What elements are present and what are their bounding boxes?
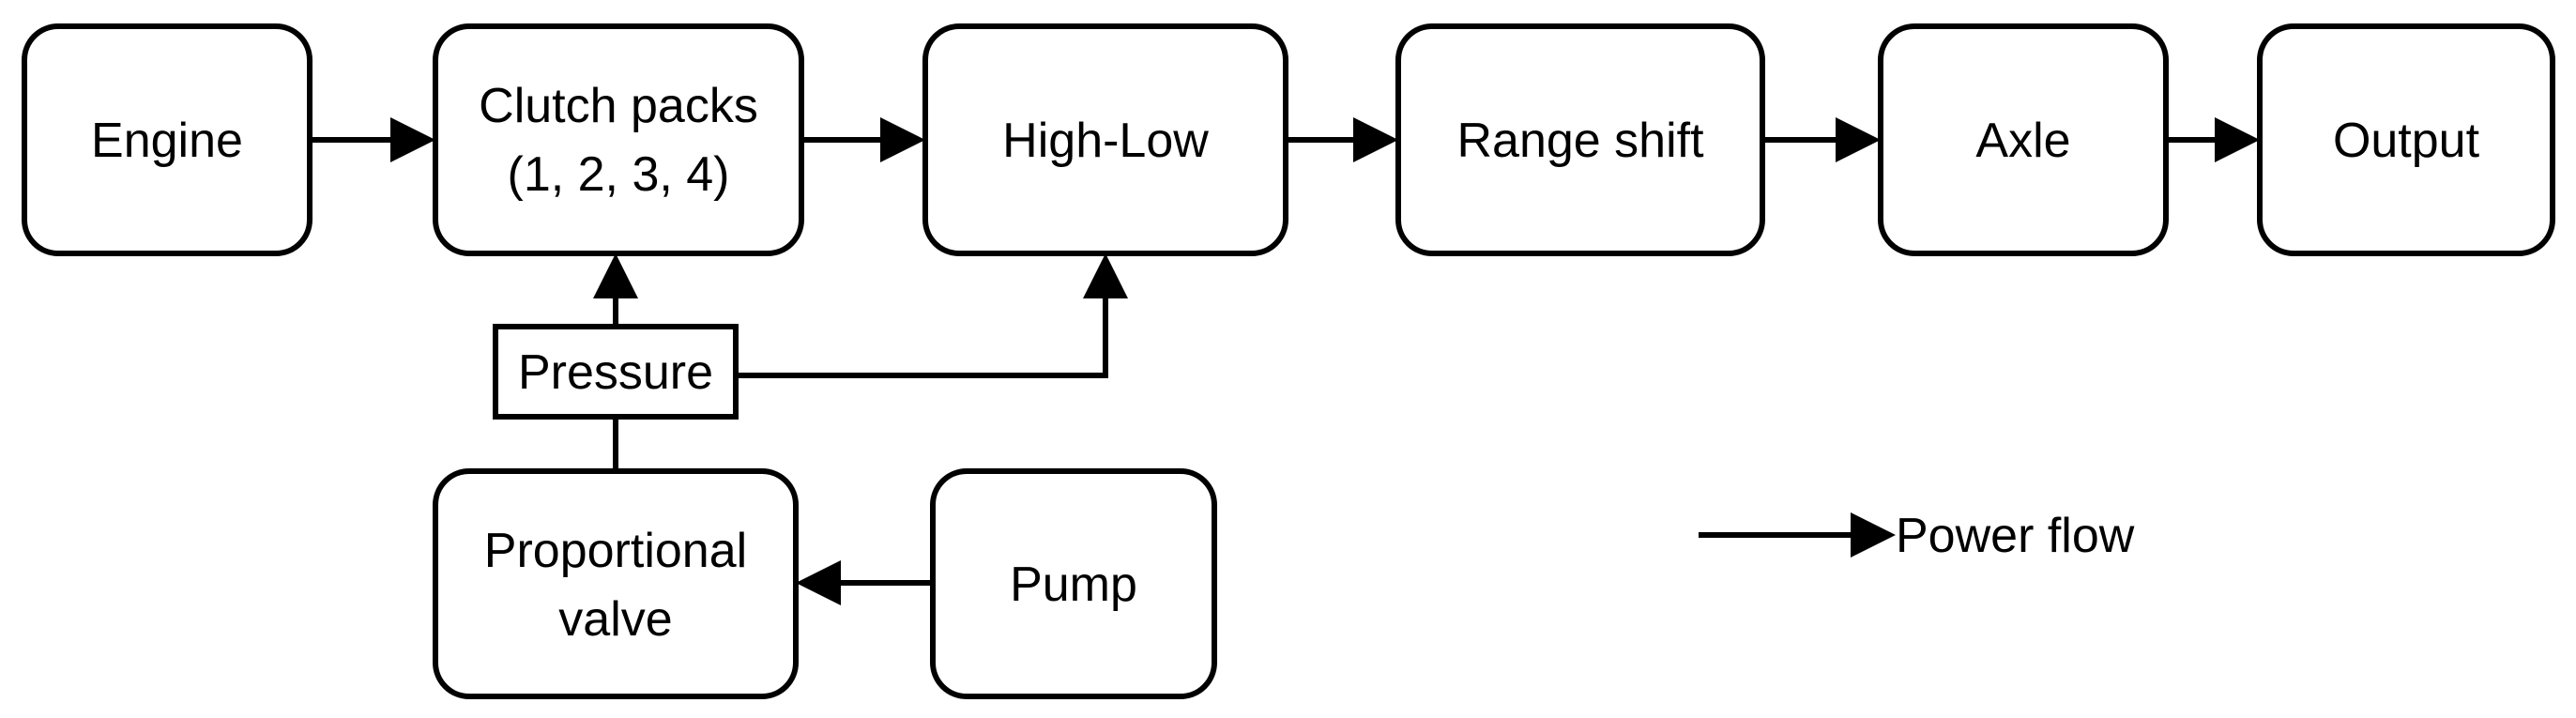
output-block: Output (2257, 23, 2555, 256)
pressure-block: Pressure (493, 324, 739, 420)
high-low-block: High-Low (922, 23, 1288, 256)
range-shift-label: Range shift (1456, 114, 1704, 168)
pump-block: Pump (930, 468, 1217, 699)
engine-block: Engine (22, 23, 312, 256)
proportional-valve-label-line2: valve (558, 592, 672, 647)
proportional-valve-label: Proportional (484, 524, 747, 578)
axle-label: Axle (1975, 114, 2070, 168)
clutch-packs-block: Clutch packs (1, 2, 3, 4) (433, 23, 804, 256)
axle-block: Axle (1878, 23, 2169, 256)
proportional-valve-block: Proportional valve (433, 468, 799, 699)
engine-label: Engine (91, 114, 243, 168)
clutch-packs-numbers: (1, 2, 3, 4) (508, 147, 730, 202)
arrow-pressure-to-high-low (736, 253, 1128, 378)
pressure-label: Pressure (518, 345, 713, 400)
high-low-label: High-Low (1002, 114, 1209, 168)
clutch-packs-label: Clutch packs (479, 79, 758, 133)
range-shift-block: Range shift (1395, 23, 1765, 256)
legend: Power flow (1699, 509, 2135, 563)
pump-label: Pump (1010, 558, 1137, 612)
output-label: Output (2333, 114, 2480, 168)
legend-label: Power flow (1896, 509, 2135, 563)
